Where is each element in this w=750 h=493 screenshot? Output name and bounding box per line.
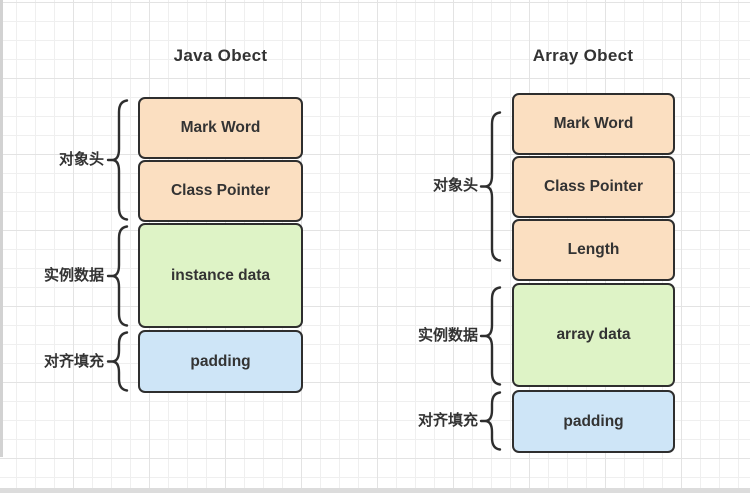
curly-brace-icon [479,391,502,451]
array-mark-word-box: Mark Word [512,93,675,155]
java-mark-word-box: Mark Word [138,97,303,159]
java-object-header-label: 对象头 [58,151,104,168]
curly-brace-icon [479,286,502,386]
array-object-header-label: 对象头 [432,177,478,194]
array-instance-data-label: 实例数据 [417,327,478,344]
array-data-box: array data [512,283,675,387]
bottom-edge-strip [0,488,750,493]
java-class-pointer-box: Class Pointer [138,160,303,222]
curly-brace-icon [106,331,129,392]
curly-brace-icon [106,99,129,221]
array-class-pointer-box: Class Pointer [512,156,675,218]
curly-brace-icon [106,225,129,327]
curly-brace-icon [479,111,502,262]
java-object-title: Java Obect [173,46,268,65]
array-object-title: Array Obect [532,46,634,65]
array-padding-label: 对齐填充 [417,412,478,429]
java-instance-data-box: instance data [138,223,303,328]
java-padding-box: padding [138,330,303,393]
java-instance-data-label: 实例数据 [43,267,104,284]
array-padding-box: padding [512,390,675,453]
java-padding-label: 对齐填充 [43,353,104,370]
array-length-box: Length [512,219,675,281]
left-edge-strip [0,0,3,457]
